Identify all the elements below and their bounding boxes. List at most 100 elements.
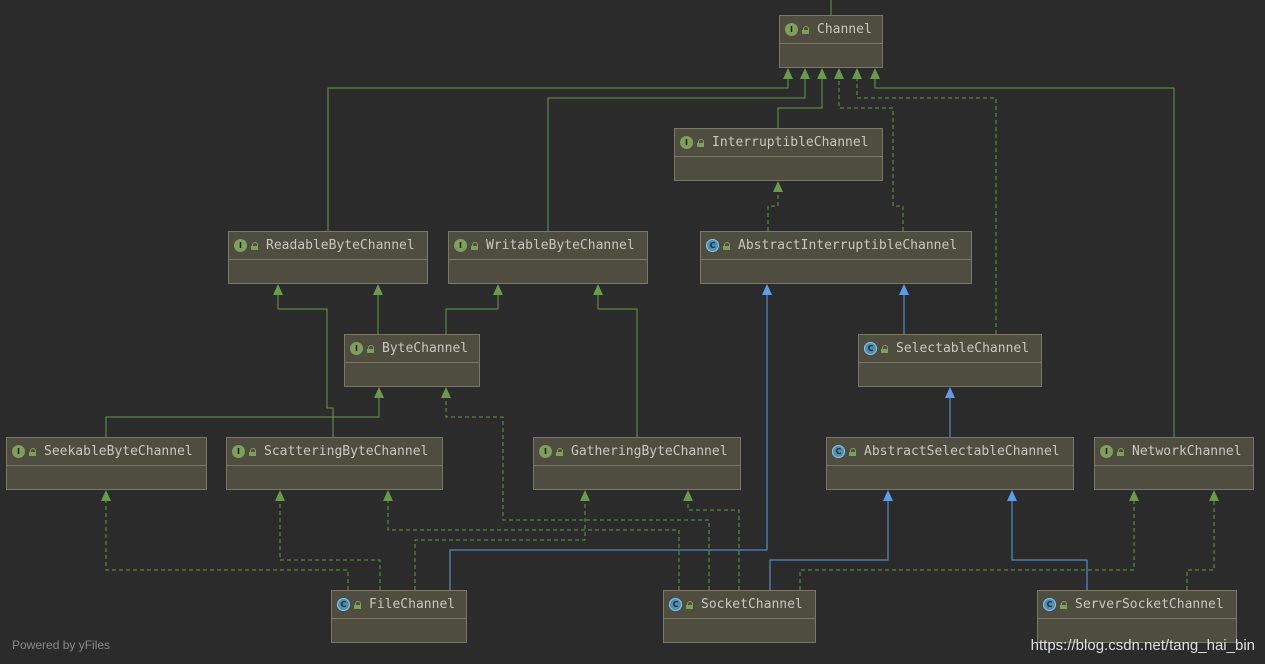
public-lock-icon bbox=[367, 344, 374, 353]
node-label: NetworkChannel bbox=[1132, 444, 1242, 459]
public-lock-icon bbox=[556, 447, 563, 456]
public-lock-icon bbox=[1117, 447, 1124, 456]
class-icon: C bbox=[706, 239, 719, 252]
node-header: C ServerSocketChannel bbox=[1038, 591, 1236, 619]
node-writable[interactable]: I WritableByteChannel bbox=[448, 231, 648, 284]
node-label: ScatteringByteChannel bbox=[264, 444, 429, 459]
node-serversocketchannel[interactable]: C ServerSocketChannel bbox=[1037, 590, 1237, 643]
edge-selectable-to-channel bbox=[856, 79, 997, 334]
node-interruptible[interactable]: I InterruptibleChannel bbox=[674, 128, 883, 181]
node-label: ServerSocketChannel bbox=[1075, 597, 1224, 612]
arrowhead-readable bbox=[273, 284, 283, 295]
interface-icon: I bbox=[234, 239, 247, 252]
node-header: C FileChannel bbox=[332, 591, 466, 619]
node-bytechannel[interactable]: I ByteChannel bbox=[344, 334, 480, 387]
public-lock-icon bbox=[881, 344, 888, 353]
class-icon: C bbox=[832, 445, 845, 458]
arrowhead-network bbox=[1129, 490, 1139, 501]
arrowhead-network bbox=[1209, 490, 1219, 501]
edge-socketchannel-to-abstract_selectable bbox=[769, 501, 889, 590]
node-channel[interactable]: I Channel bbox=[779, 15, 883, 68]
node-header: I ByteChannel bbox=[345, 335, 479, 363]
watermark-url: https://blog.csdn.net/tang_hai_bin bbox=[1030, 637, 1255, 654]
public-lock-icon bbox=[29, 447, 36, 456]
arrowhead-writable bbox=[593, 284, 603, 295]
arrowhead-gathering bbox=[580, 490, 590, 501]
arrowhead-bytechannel bbox=[441, 387, 451, 398]
node-header: I SeekableByteChannel bbox=[7, 438, 206, 466]
interface-icon: I bbox=[12, 445, 25, 458]
edge-gathering-to-writable bbox=[597, 295, 638, 437]
class-icon: C bbox=[669, 598, 682, 611]
edge-network-to-channel bbox=[874, 79, 1175, 437]
node-header: I WritableByteChannel bbox=[449, 232, 647, 260]
edge-serversocketchannel-to-abstract_selectable bbox=[1011, 501, 1088, 590]
node-header: I InterruptibleChannel bbox=[675, 129, 882, 157]
node-network[interactable]: I NetworkChannel bbox=[1094, 437, 1254, 490]
node-label: SelectableChannel bbox=[896, 341, 1030, 356]
arrowhead-channel bbox=[870, 68, 880, 79]
arrowhead-abstract_selectable bbox=[1007, 490, 1017, 501]
node-header: C SelectableChannel bbox=[859, 335, 1041, 363]
node-label: FileChannel bbox=[369, 597, 456, 612]
edge-abstract_interruptible-to-interruptible bbox=[767, 192, 779, 231]
arrowhead-selectable bbox=[945, 387, 955, 398]
edge-socketchannel-to-gathering bbox=[687, 501, 740, 590]
edge-serversocketchannel-to-network bbox=[1186, 501, 1215, 590]
edge-filechannel-to-abstract_interruptible bbox=[449, 295, 768, 590]
node-seekable[interactable]: I SeekableByteChannel bbox=[6, 437, 207, 490]
interface-icon: I bbox=[350, 342, 363, 355]
node-label: WritableByteChannel bbox=[486, 238, 635, 253]
arrowhead-abstract_interruptible bbox=[762, 284, 772, 295]
node-label: SeekableByteChannel bbox=[44, 444, 193, 459]
node-header: I NetworkChannel bbox=[1095, 438, 1253, 466]
interface-icon: I bbox=[1100, 445, 1113, 458]
interface-icon: I bbox=[232, 445, 245, 458]
node-label: SocketChannel bbox=[701, 597, 803, 612]
node-label: Channel bbox=[817, 22, 872, 37]
node-header: C SocketChannel bbox=[664, 591, 815, 619]
public-lock-icon bbox=[249, 447, 256, 456]
public-lock-icon bbox=[354, 600, 361, 609]
arrowhead-scattering bbox=[383, 490, 393, 501]
interface-icon: I bbox=[454, 239, 467, 252]
arrowhead-writable bbox=[493, 284, 503, 295]
class-icon: C bbox=[864, 342, 877, 355]
arrowhead-abstract_interruptible bbox=[899, 284, 909, 295]
arrowhead-seekable bbox=[101, 490, 111, 501]
arrowhead-scattering bbox=[275, 490, 285, 501]
public-lock-icon bbox=[471, 241, 478, 250]
arrowhead-channel bbox=[800, 68, 810, 79]
public-lock-icon bbox=[251, 241, 258, 250]
powered-by-label: Powered by yFiles bbox=[12, 638, 111, 652]
public-lock-icon bbox=[1060, 600, 1067, 609]
interface-icon: I bbox=[785, 23, 798, 36]
interface-icon: I bbox=[680, 136, 693, 149]
node-label: InterruptibleChannel bbox=[712, 135, 869, 150]
node-label: ByteChannel bbox=[382, 341, 469, 356]
node-socketchannel[interactable]: C SocketChannel bbox=[663, 590, 816, 643]
public-lock-icon bbox=[723, 241, 730, 250]
arrowhead-channel bbox=[783, 68, 793, 79]
node-scattering[interactable]: I ScatteringByteChannel bbox=[226, 437, 443, 490]
node-label: GatheringByteChannel bbox=[571, 444, 728, 459]
edge-filechannel-to-gathering bbox=[414, 501, 586, 590]
node-selectable[interactable]: C SelectableChannel bbox=[858, 334, 1042, 387]
node-filechannel[interactable]: C FileChannel bbox=[331, 590, 467, 643]
edge-filechannel-to-seekable bbox=[105, 501, 349, 590]
class-icon: C bbox=[337, 598, 350, 611]
public-lock-icon bbox=[802, 25, 809, 34]
class-icon: C bbox=[1043, 598, 1056, 611]
public-lock-icon bbox=[849, 447, 856, 456]
public-lock-icon bbox=[686, 600, 693, 609]
edge-readable-to-channel bbox=[327, 79, 789, 231]
edge-scattering-to-readable bbox=[277, 295, 334, 437]
node-header: I Channel bbox=[780, 16, 882, 44]
